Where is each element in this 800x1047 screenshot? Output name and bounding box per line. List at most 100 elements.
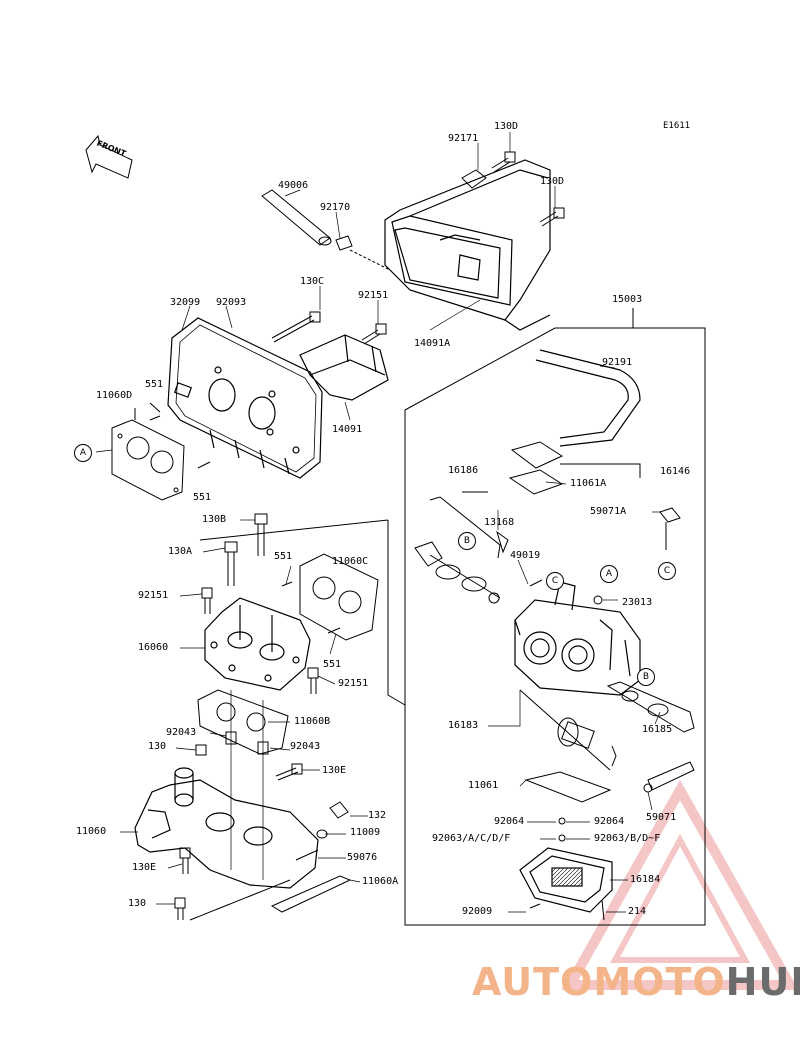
reference-callout-b-right: B [637, 668, 655, 686]
bolt-92151-top [361, 323, 387, 345]
part-label-92043[interactable]: 92043 [166, 727, 197, 738]
part-label-132[interactable]: 132 [368, 810, 387, 821]
diagram-code: E1611 [663, 121, 691, 131]
screw-59071 [643, 761, 695, 793]
part-label-32099[interactable]: 32099 [170, 297, 201, 308]
lever-13168 [496, 530, 509, 554]
bolt-92151-right [307, 667, 319, 694]
needle-49019 [529, 579, 543, 587]
part-label-11009[interactable]: 11009 [350, 827, 381, 838]
intake-manifold-11060 [134, 767, 319, 889]
gasket-11060d [111, 419, 185, 501]
part-label-11061a[interactable]: 11061A [570, 478, 607, 489]
bolt-130b [254, 513, 268, 556]
front-arrow-icon [85, 134, 133, 179]
bolt-130e-low [179, 847, 191, 874]
gasket-11060a [270, 875, 352, 913]
part-label-16183[interactable]: 16183 [448, 720, 479, 731]
gasket-11061 [524, 771, 612, 803]
part-label-130a[interactable]: 130A [168, 546, 193, 557]
clamp-92171 [461, 169, 487, 189]
tube-49006 [261, 189, 332, 246]
part-label-92063-acdf[interactable]: 92063/A/C/D/F [432, 833, 511, 844]
part-label-130-2[interactable]: 130 [128, 898, 147, 909]
air-box-cover [384, 159, 551, 331]
part-label-130e[interactable]: 130E [322, 765, 347, 776]
part-label-214[interactable]: 214 [628, 906, 647, 917]
part-label-59071[interactable]: 59071 [646, 812, 677, 823]
part-label-551-4[interactable]: 551 [323, 659, 342, 670]
part-label-11060b[interactable]: 11060B [294, 716, 331, 727]
reference-callout-a-right: A [600, 565, 618, 583]
screw-92009 [529, 903, 541, 909]
choke-assembly-16186 [414, 496, 501, 604]
pin-551-low [327, 627, 341, 634]
part-label-49006[interactable]: 49006 [278, 180, 309, 191]
jet-92064 [558, 817, 566, 825]
part-label-92151[interactable]: 92151 [358, 290, 389, 301]
part-label-551-3[interactable]: 551 [274, 551, 293, 562]
part-label-11060a[interactable]: 11060A [362, 876, 399, 887]
hose-92191 [535, 349, 641, 447]
watermark-triangle-icon [561, 779, 799, 990]
part-label-92064[interactable]: 92064 [494, 816, 525, 827]
part-label-13168[interactable]: 13168 [484, 517, 515, 528]
part-label-130d-2[interactable]: 130D [540, 176, 565, 187]
bolt-130-low [174, 897, 186, 920]
holder-16060 [204, 597, 311, 691]
reference-callout-c-right: C [658, 562, 676, 580]
part-label-16146[interactable]: 16146 [660, 466, 691, 477]
screw-214 [601, 899, 605, 921]
part-label-551-2[interactable]: 551 [193, 492, 212, 503]
part-label-15003[interactable]: 15003 [612, 294, 643, 305]
part-label-11060[interactable]: 11060 [76, 826, 107, 837]
bolt-92151-left [201, 587, 213, 614]
watermark-part1: AUTOMOTO [472, 960, 726, 1004]
part-label-14091a[interactable]: 14091A [414, 338, 451, 349]
part-label-49019[interactable]: 49019 [510, 550, 541, 561]
pin-551-lower [197, 461, 211, 469]
part-label-92171[interactable]: 92171 [448, 133, 479, 144]
bolt-130a [224, 541, 238, 586]
part-label-130e-2[interactable]: 130E [132, 862, 157, 873]
gasket-11060b [197, 689, 289, 755]
part-label-11061[interactable]: 11061 [468, 780, 499, 791]
part-label-92064-2[interactable]: 92064 [594, 816, 625, 827]
clamp-92170 [335, 235, 353, 251]
watermark-part2: HUB [725, 960, 800, 1004]
bolt-130-left [195, 744, 207, 756]
part-label-92191[interactable]: 92191 [602, 357, 633, 368]
part-label-92043-2[interactable]: 92043 [290, 741, 321, 752]
part-label-551[interactable]: 551 [145, 379, 164, 390]
part-label-92170[interactable]: 92170 [320, 202, 351, 213]
reference-callout-b-upper: B [458, 532, 476, 550]
part-label-16186[interactable]: 16186 [448, 465, 479, 476]
part-label-59071a[interactable]: 59071A [590, 506, 627, 517]
part-label-130b[interactable]: 130B [202, 514, 227, 525]
plug-132 [329, 801, 349, 819]
watermark-logo: AUTOMOTOHUB [472, 960, 800, 1004]
clip-59076 [295, 849, 319, 861]
bracket-16146 [508, 441, 564, 495]
part-label-92151-2[interactable]: 92151 [138, 590, 169, 601]
part-label-130c[interactable]: 130C [300, 276, 325, 287]
bolt-130c [271, 311, 321, 343]
part-label-130d[interactable]: 130D [494, 121, 519, 132]
part-label-59076[interactable]: 59076 [347, 852, 378, 863]
part-label-16184[interactable]: 16184 [630, 874, 661, 885]
part-label-16060[interactable]: 16060 [138, 642, 169, 653]
part-label-11060d[interactable]: 11060D [96, 390, 133, 401]
part-label-23013[interactable]: 23013 [622, 597, 653, 608]
part-label-92009[interactable]: 92009 [462, 906, 493, 917]
pin-551-left [281, 581, 293, 587]
part-label-92063-bdf[interactable]: 92063/B/D~F [594, 833, 661, 844]
part-label-92151-3[interactable]: 92151 [338, 678, 369, 689]
part-label-14091[interactable]: 14091 [332, 424, 363, 435]
part-label-92093[interactable]: 92093 [216, 297, 247, 308]
part-label-11060c[interactable]: 11060C [332, 556, 369, 567]
jet-92063 [558, 834, 566, 842]
part-label-16185[interactable]: 16185 [642, 724, 673, 735]
part-label-130[interactable]: 130 [148, 741, 167, 752]
bolt-130e-top [275, 763, 303, 781]
